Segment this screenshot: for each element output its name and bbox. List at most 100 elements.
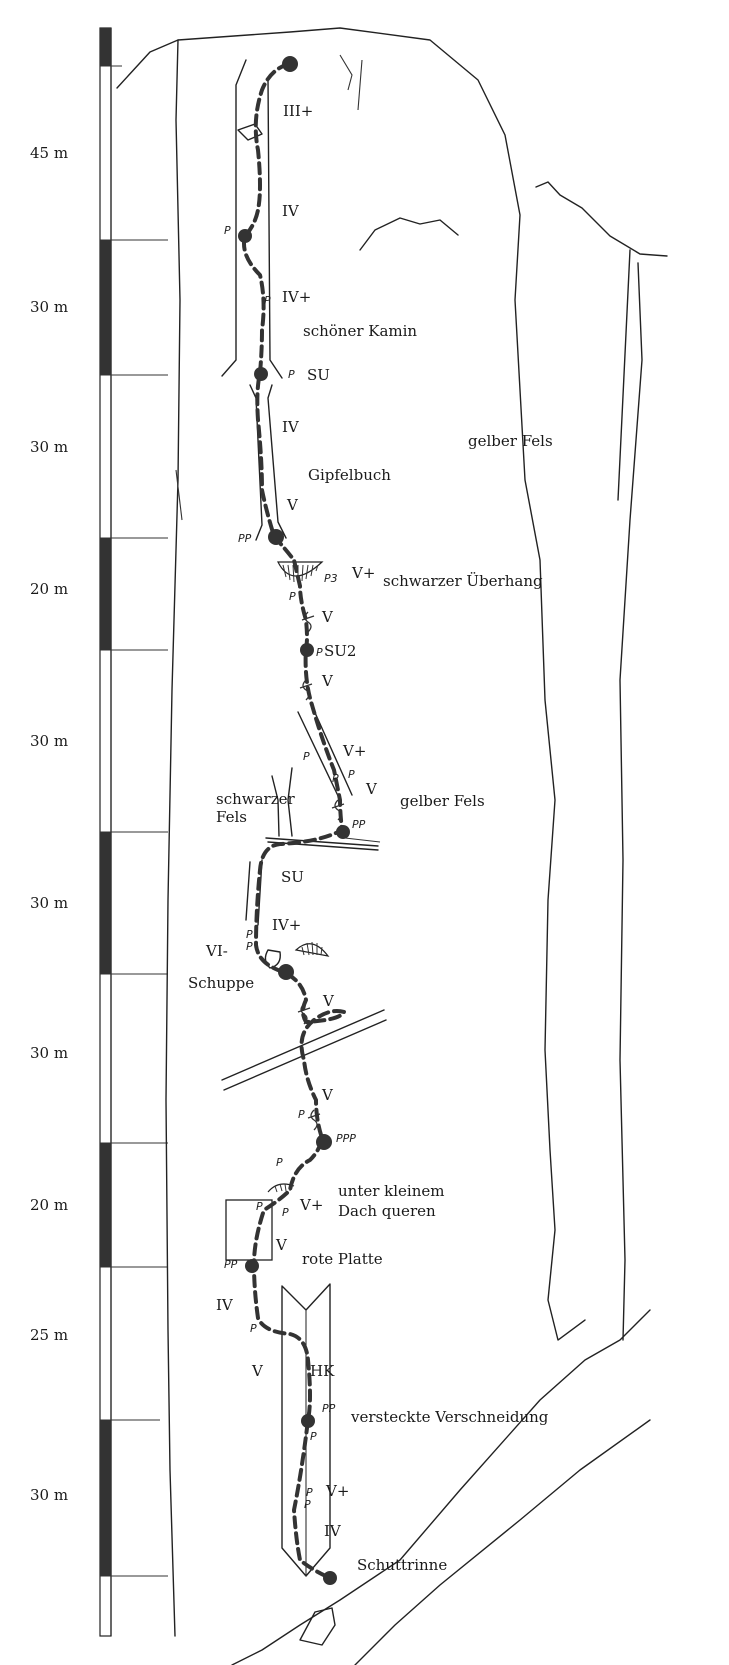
- feature-label-gelber-fels-1: gelber Fels: [468, 432, 553, 450]
- piton-mark-19: PP: [224, 1258, 238, 1271]
- piton-mark-9: P: [332, 772, 339, 785]
- scale-label-6: 30 m: [30, 894, 68, 912]
- sling-icon: [301, 611, 315, 633]
- feature-label-su2: SU2: [324, 642, 356, 660]
- feature-label-schwarzer: schwarzer: [216, 790, 295, 808]
- climbing-route: [242, 62, 346, 1580]
- diagonal-band: [221, 1009, 387, 1091]
- feature-label-su1: SU: [307, 366, 330, 384]
- piton-mark-10: P: [348, 768, 355, 781]
- feature-label-schuppe: Schuppe: [188, 974, 254, 992]
- piton-mark-3: P: [288, 368, 295, 381]
- piton-mark-8: P: [303, 750, 310, 763]
- belay-station-9: [245, 1259, 259, 1273]
- sling-icon: [331, 799, 345, 821]
- rock-boulder: [299, 1607, 336, 1646]
- rock-base: [231, 1309, 651, 1665]
- piton-markers: P P P PP P3 P P P P P PP P P P PPP P P P…: [224, 224, 366, 1511]
- grade-label-2: IV: [282, 202, 300, 220]
- feature-label-kamin: schöner Kamin: [303, 322, 417, 340]
- belay-station-5: [300, 643, 314, 657]
- grade-label-13: V: [322, 992, 335, 1010]
- grade-label-15: V+: [299, 1196, 323, 1214]
- belay-station-10: [301, 1414, 315, 1428]
- scale-label-7: 30 m: [30, 1044, 68, 1062]
- feature-label-gelber-fels-2: gelber Fels: [400, 792, 485, 810]
- piton-mark-14: P: [298, 1108, 305, 1121]
- piton-mark-17: P: [256, 1200, 263, 1213]
- grade-label-17: IV: [216, 1296, 234, 1314]
- rock-left-edge: [116, 39, 181, 1637]
- piton-mark-12: P: [246, 928, 253, 941]
- grade-label-10: V: [365, 780, 378, 798]
- rock-wave: [359, 217, 459, 251]
- scale-label-1: 45 m: [30, 144, 68, 162]
- grade-label-18: V: [251, 1362, 264, 1380]
- grade-label-5: V: [286, 496, 299, 514]
- grade-label-3: IV+: [282, 288, 311, 306]
- belay-station-1: [282, 56, 298, 72]
- rock-shoulder: [535, 181, 668, 257]
- schuppe-flake: [264, 941, 330, 969]
- piton-mark-5: P3: [324, 572, 338, 585]
- piton-mark-2: P: [264, 294, 271, 307]
- belay-station-7: [278, 964, 294, 980]
- upper-chimney: [221, 54, 363, 379]
- piton-mark-20: P: [250, 1322, 257, 1335]
- route-line: [242, 62, 346, 1580]
- grade-label-16: V: [275, 1236, 288, 1254]
- feature-label-schuttrinne: Schuttrinne: [357, 1556, 447, 1574]
- piton-mark-7: P: [316, 646, 323, 659]
- piton-mark-13: P: [246, 940, 253, 953]
- feature-label-platte: rote Platte: [302, 1250, 383, 1268]
- piton-mark-11: PP: [352, 818, 366, 831]
- scale-label-9: 25 m: [30, 1326, 68, 1344]
- feature-label-dach-1: unter kleinem: [338, 1182, 445, 1200]
- belay-station-2: [238, 229, 252, 243]
- feature-label-su3: SU: [281, 868, 304, 886]
- grade-label-14: V: [321, 1086, 334, 1104]
- belay-station-4: [268, 529, 284, 545]
- grade-label-19: V+: [325, 1482, 349, 1500]
- belay-station-8: [316, 1134, 332, 1150]
- feature-labels: schöner Kamin SU gelber Fels Gipfelbuch …: [188, 322, 553, 1574]
- feature-label-gipfelbuch: Gipfelbuch: [308, 466, 391, 484]
- rock-top-right-edge: [177, 27, 586, 1341]
- rock-base-lower: [354, 1419, 651, 1665]
- black-rock-ledge: [265, 767, 381, 851]
- grade-label-12: VI-: [205, 942, 228, 960]
- belay-stations: [238, 56, 350, 1585]
- rock-crack-right: [617, 249, 631, 501]
- grade-label-9: V+: [342, 742, 366, 760]
- piton-mark-4: PP: [238, 532, 252, 545]
- sling-icon: [307, 1109, 321, 1131]
- scale-label-5: 30 m: [30, 732, 68, 750]
- feature-label-ueberhang: schwarzer Überhang: [383, 572, 543, 590]
- scale-label-4: 20 m: [30, 580, 68, 598]
- piton-mark-6: P: [289, 590, 296, 603]
- feature-label-hk: HK: [310, 1362, 335, 1380]
- piton-mark-23: P: [304, 1498, 311, 1511]
- piton-mark-24: P: [310, 1430, 317, 1443]
- piton-mark-16: P: [276, 1156, 283, 1169]
- sling-symbols: [297, 611, 345, 1131]
- grade-label-8: V: [321, 672, 334, 690]
- sling-icon: [299, 679, 313, 701]
- pitch-scale-bar: 45 m 30 m 30 m 20 m 30 m 30 m 30 m 20 m …: [30, 27, 168, 1637]
- mid-chimney: [249, 384, 287, 541]
- scale-label-8: 20 m: [30, 1196, 68, 1214]
- grade-labels: III+ IV IV+ IV V V+ V V V+ V IV+ VI- V V…: [205, 102, 378, 1540]
- rock-right-edge: [619, 262, 643, 1341]
- rock-outline: [116, 27, 668, 1665]
- grade-label-6: V+: [351, 564, 375, 582]
- grade-label-7: V: [321, 608, 334, 626]
- belay-station-6: [336, 825, 350, 839]
- belay-station-11: [323, 1571, 337, 1585]
- grade-label-1: III+: [283, 102, 313, 120]
- sling-icon: [297, 1003, 311, 1025]
- belay-station-3: [254, 367, 268, 381]
- feature-label-verschneidung: versteckte Verschneidung: [350, 1408, 549, 1426]
- piton-mark-21: PP: [322, 1402, 336, 1415]
- grade-label-20: IV: [324, 1522, 342, 1540]
